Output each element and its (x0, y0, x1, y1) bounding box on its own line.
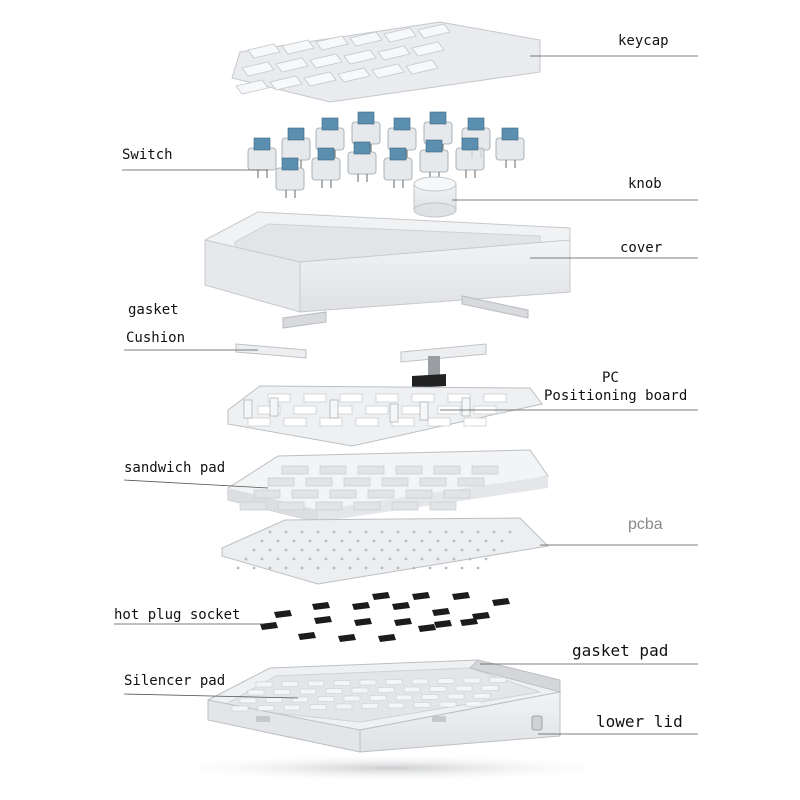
label-pc: PC (602, 370, 619, 386)
lower-lid-part (150, 659, 630, 782)
label-hot-plug-socket: hot plug socket (114, 607, 241, 623)
label-knob: knob (628, 176, 662, 192)
cover-part (204, 211, 571, 313)
label-cover: cover (620, 240, 663, 256)
gasket-strips (282, 295, 529, 329)
label-gasket-pad: gasket pad (572, 641, 669, 660)
knob-part (413, 176, 457, 218)
switch-set (247, 111, 525, 198)
label-sandwich-pad: sandwich pad (124, 460, 226, 476)
label-cushion: Cushion (126, 330, 186, 346)
label-keycap: keycap (618, 33, 669, 49)
label-positioning-board: Positioning board (544, 388, 688, 404)
label-silencer-pad: Silencer pad (124, 673, 226, 689)
label-lower-lid: lower lid (596, 712, 683, 731)
label-pcba: pcba (628, 516, 663, 533)
label-switch: Switch (122, 147, 173, 163)
positioning-board (227, 356, 543, 447)
label-gasket: gasket (128, 302, 179, 318)
hot-plug-sockets (260, 592, 510, 642)
cushion-strips (235, 343, 487, 363)
keycap-set (231, 21, 541, 103)
pcba-part (221, 517, 550, 585)
leader-lines (114, 55, 698, 735)
sandwich-pad-part (227, 449, 549, 523)
